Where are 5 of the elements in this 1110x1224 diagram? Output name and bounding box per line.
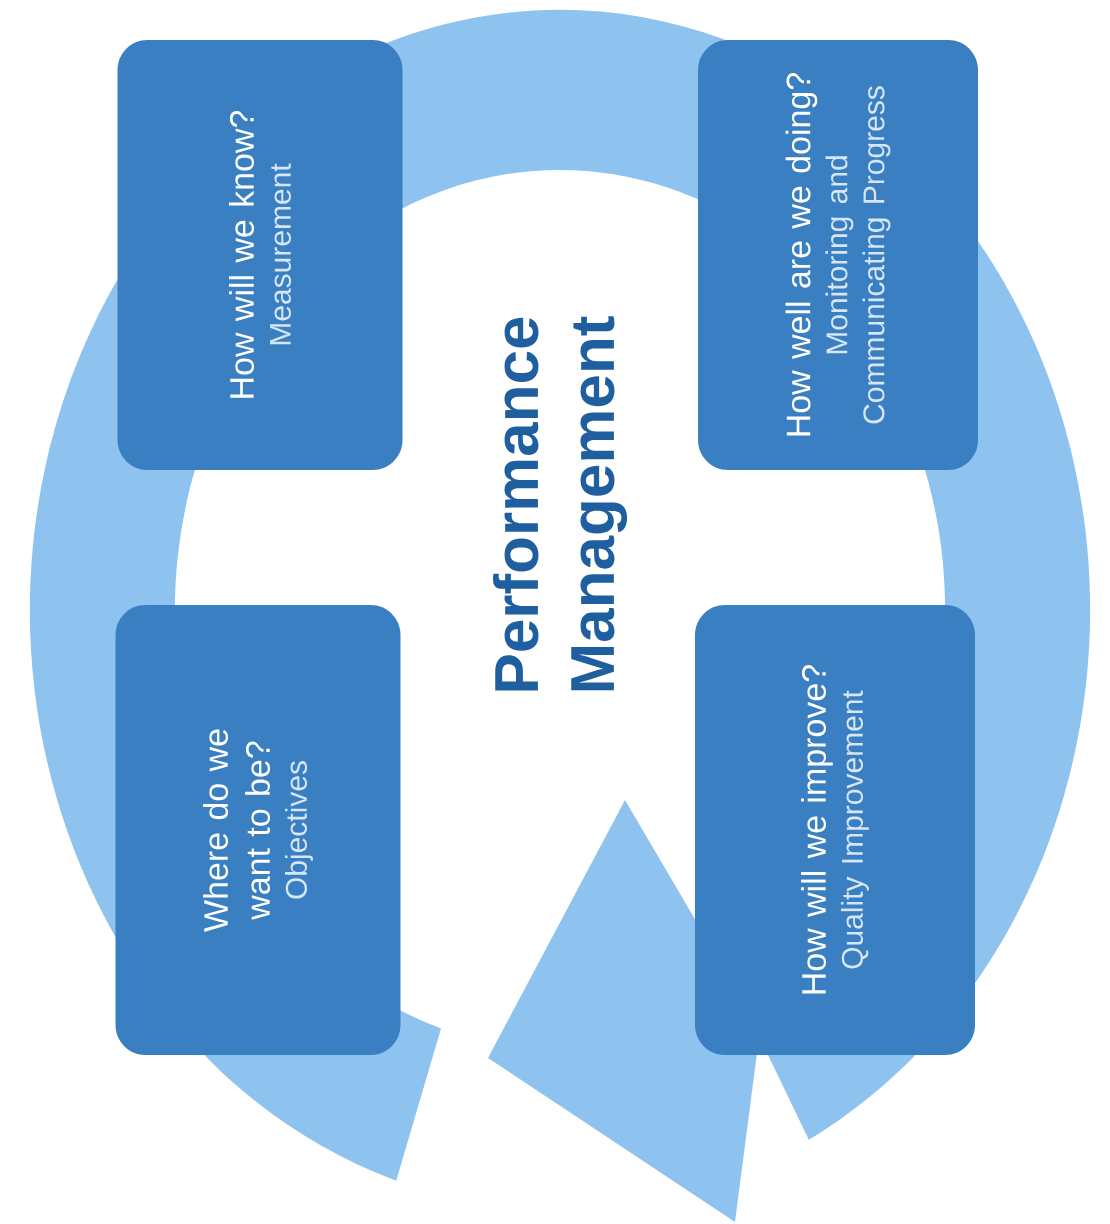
question-box: How well are we doing? Monitoring and Communicating Progress bbox=[698, 40, 978, 470]
question-box: How will we improve? Quality Improvement bbox=[695, 605, 975, 1055]
title: Performance Management bbox=[493, 316, 628, 691]
question-box: How will we know? Measurement bbox=[117, 40, 403, 470]
question-box: Where do we want to be? Objectives bbox=[115, 605, 401, 1055]
